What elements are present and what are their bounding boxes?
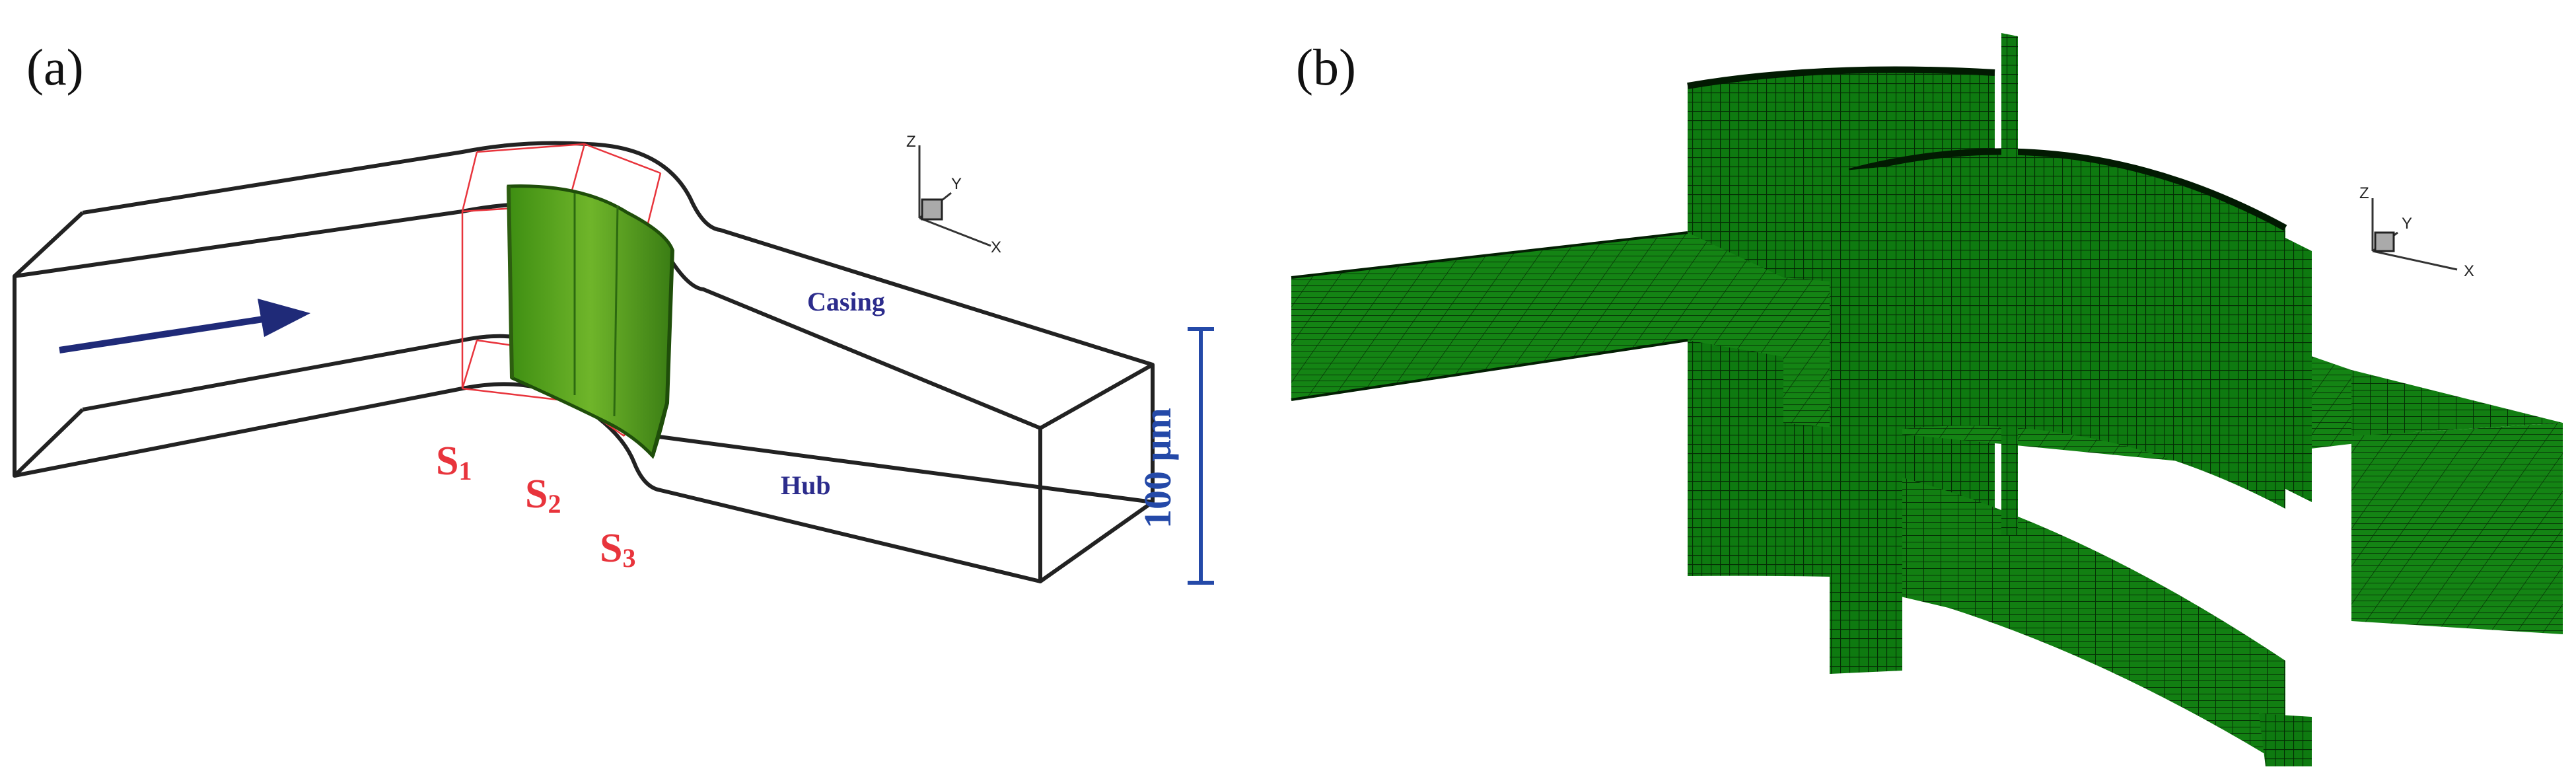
casing-back-edge [82, 141, 1153, 367]
mesh-blade-surface [1849, 151, 2285, 509]
axis-x-label: X [991, 239, 1001, 256]
section-s1-plane [461, 151, 478, 389]
mesh-inlet-passage [1291, 233, 1783, 400]
mesh-radial-plane-front [1830, 165, 1902, 674]
mesh-outlet-flat [2351, 370, 2563, 436]
blade-trailing-edge [651, 249, 674, 457]
outlet-face [1038, 363, 1155, 583]
mesh-outlet-passage [2351, 423, 2563, 634]
mesh-inlet-edge [1291, 231, 1688, 401]
axis-x-label-b: X [2464, 262, 2474, 280]
blade [507, 184, 674, 459]
panel-b-label: (b) [1296, 38, 1356, 96]
axis-triad-b: Z Y X [2359, 184, 2474, 280]
axis-triad-a: Z Y X [906, 133, 1001, 256]
panel-a-label: (a) [26, 38, 84, 96]
axis-cube-icon-b [2374, 231, 2395, 252]
section-s2-label: S2 [525, 472, 561, 519]
axis-z-label: Z [906, 133, 916, 151]
section-s3-label: S3 [600, 526, 635, 573]
blade-leading-edge [507, 186, 514, 379]
inlet-face [13, 211, 85, 478]
mesh-front-curved-wall [1836, 462, 2285, 766]
scale-bar [1188, 327, 1214, 585]
axis-y-label: Y [951, 175, 962, 193]
mesh-radial-plane-back [2001, 33, 2018, 535]
scale-bar-label: 100 μm [1136, 408, 1179, 529]
mesh-right-wall [2259, 225, 2312, 502]
mesh-bottom-cap [2259, 714, 2312, 766]
blade-surface [507, 184, 674, 459]
axis-z-label-b: Z [2359, 184, 2369, 202]
hub-label: Hub [781, 470, 831, 500]
flow-direction-arrow [59, 299, 310, 353]
panel-b: (b) Z Y X [1291, 33, 2563, 766]
casing-label: Casing [807, 287, 885, 316]
panel-a: (a) [13, 38, 1214, 585]
axis-y-label-b: Y [2402, 215, 2412, 233]
section-s1-label: S1 [436, 439, 472, 486]
axis-cube-icon [921, 198, 943, 221]
